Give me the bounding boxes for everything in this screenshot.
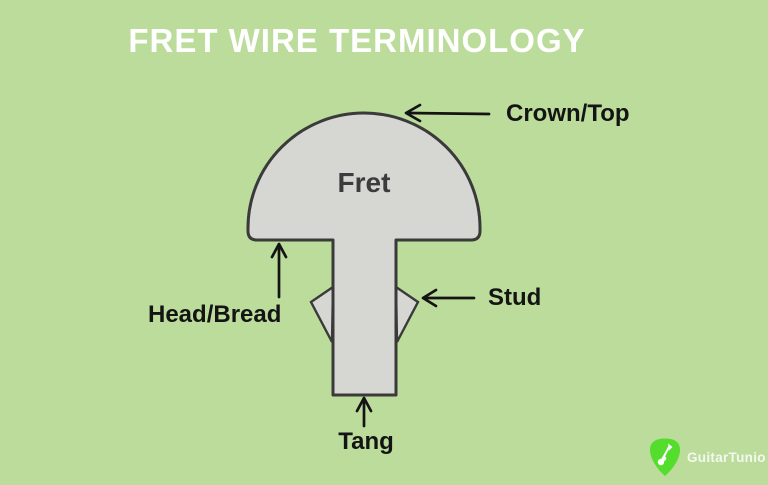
crown-arrow	[404, 103, 491, 123]
left-stud-shape	[309, 284, 335, 343]
brand-name: GuitarTunio	[687, 449, 766, 465]
guitar-pick-icon	[650, 438, 680, 476]
label-fret: Fret	[337, 167, 391, 198]
stud-arrow	[421, 288, 476, 308]
page-title: FRET WIRE TERMINOLOGY	[128, 22, 586, 59]
label-stud: Stud	[488, 284, 542, 311]
label-head-bread: Head/Bread	[148, 301, 282, 328]
fret-silhouette	[246, 111, 482, 397]
tang-arrow	[355, 396, 373, 428]
brand-logo: GuitarTunio	[648, 436, 766, 478]
right-stud-shape	[394, 284, 420, 343]
label-crown-top: Crown/Top	[506, 100, 630, 127]
head-arrow	[270, 242, 288, 299]
guitar-glyph	[657, 443, 673, 466]
label-tang: Tang	[338, 428, 394, 455]
